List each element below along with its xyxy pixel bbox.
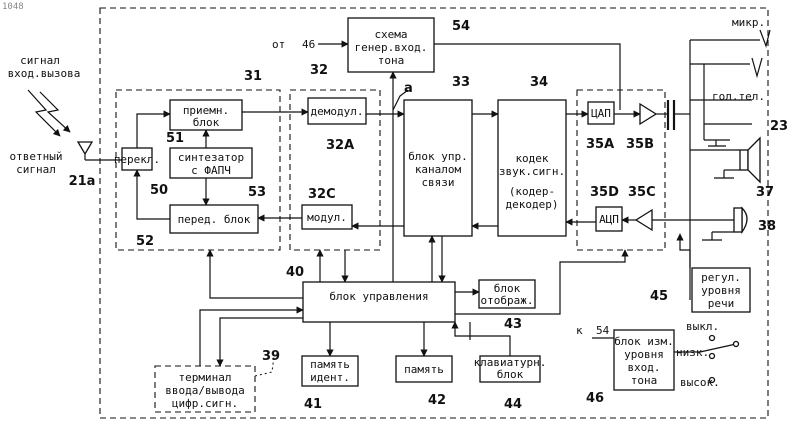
channel-control-label: связи <box>421 176 454 189</box>
ref-33: 33 <box>452 75 470 90</box>
ref-a: a <box>404 81 413 96</box>
ref-54: 54 <box>452 19 470 34</box>
ref-42: 42 <box>428 393 446 408</box>
switch-position-high: высок. <box>680 376 720 389</box>
ref-52: 52 <box>136 234 154 249</box>
ref-21a: 21a <box>69 174 96 189</box>
demodulator-label: демодул. <box>311 105 364 118</box>
ref-38: 38 <box>758 219 776 234</box>
codec-label: декодер) <box>506 198 559 211</box>
speaker-label: гол.тел. <box>712 90 765 103</box>
tone-meter-label: тона <box>631 374 658 387</box>
keyboard-label: блок <box>497 368 524 381</box>
to-ref: 54 <box>596 324 610 337</box>
ref-35b: 35B <box>626 137 654 152</box>
ref-46: 46 <box>586 391 604 406</box>
codec-label: кодек <box>515 152 548 165</box>
dac-label: ЦАП <box>591 107 611 120</box>
speaker-icon <box>740 150 748 170</box>
terminal-label: ввода/вывода <box>165 384 244 397</box>
antenna-icon <box>78 142 92 154</box>
tone-meter-label: вход. <box>627 361 660 374</box>
signal-wave-icon <box>40 92 70 132</box>
id-memory-label: идент. <box>310 371 350 384</box>
memory-label: память <box>404 363 444 376</box>
ref-32c: 32C <box>308 187 336 202</box>
level-adjust-label: речи <box>708 297 735 310</box>
synthesizer-label: синтезатор <box>178 151 244 164</box>
ref-43: 43 <box>504 317 522 332</box>
modulator-label: модул. <box>307 211 347 224</box>
codec-label: (кодер- <box>509 185 555 198</box>
terminal-label: цифр.сигн. <box>172 397 238 410</box>
ref-37: 37 <box>756 185 774 200</box>
terminal-label: терминал <box>179 371 232 384</box>
ref-53: 53 <box>248 185 266 200</box>
receiver-label: блок <box>193 116 220 129</box>
ref-45: 45 <box>650 289 668 304</box>
adc-label: АЦП <box>599 213 619 226</box>
response-signal-label: ответный <box>10 150 63 163</box>
ref-35c: 35C <box>628 185 656 200</box>
channel-control-label: каналом <box>415 163 462 176</box>
ref-40: 40 <box>286 265 304 280</box>
ref-39: 39 <box>262 349 280 364</box>
control-label: блок управления <box>329 290 428 303</box>
ref-31: 31 <box>244 69 262 84</box>
ref-51: 51 <box>166 131 184 146</box>
incoming-signal-label: сигнал <box>20 54 60 67</box>
tone-meter-label: блок изм. <box>614 335 674 348</box>
codec-label: звук.сигн. <box>499 165 565 178</box>
switch-contact <box>710 354 715 359</box>
channel-control-label: блок упр. <box>408 150 468 163</box>
tone-generator-label: генер.вход. <box>355 41 428 54</box>
ref-32: 32 <box>310 63 328 78</box>
display-label: отображ. <box>481 294 534 307</box>
speaker-amplifier <box>640 104 656 124</box>
microphone-icon <box>742 208 747 232</box>
response-signal-label: сигнал <box>16 163 56 176</box>
from-label: от <box>272 38 285 51</box>
transmitter-label: перед. блок <box>178 213 251 226</box>
to-label: к <box>576 324 583 337</box>
ref-35d: 35D <box>590 185 619 200</box>
ref-34: 34 <box>530 75 548 90</box>
signal-wave-icon <box>28 90 60 136</box>
id-memory-label: память <box>310 358 350 371</box>
speaker-plug-icon <box>752 58 762 76</box>
level-adjust-label: регул. <box>701 271 741 284</box>
switch-contact <box>710 336 715 341</box>
tone-meter-label: уровня <box>624 348 664 361</box>
mic-label: микр. <box>732 16 765 29</box>
ref-32a: 32A <box>326 138 354 153</box>
switch-position-off: выкл. <box>686 320 719 333</box>
ref-41: 41 <box>304 397 322 412</box>
ref-44: 44 <box>504 397 522 412</box>
mic-amplifier <box>636 210 652 230</box>
from-ref: 46 <box>302 38 315 51</box>
switch-position-low: низк. <box>676 346 709 359</box>
synthesizer-label: с ФАПЧ <box>191 164 231 177</box>
ref-23: 23 <box>770 119 788 134</box>
ref-50: 50 <box>150 183 168 198</box>
tone-generator-label: схема <box>374 28 407 41</box>
tone-generator-label: тона <box>378 54 405 67</box>
incoming-signal-label: вход.вызова <box>8 67 81 80</box>
figure-id: 1048 <box>2 2 24 12</box>
ref-35a: 35A <box>586 137 614 152</box>
level-adjust-label: уровня <box>701 284 741 297</box>
